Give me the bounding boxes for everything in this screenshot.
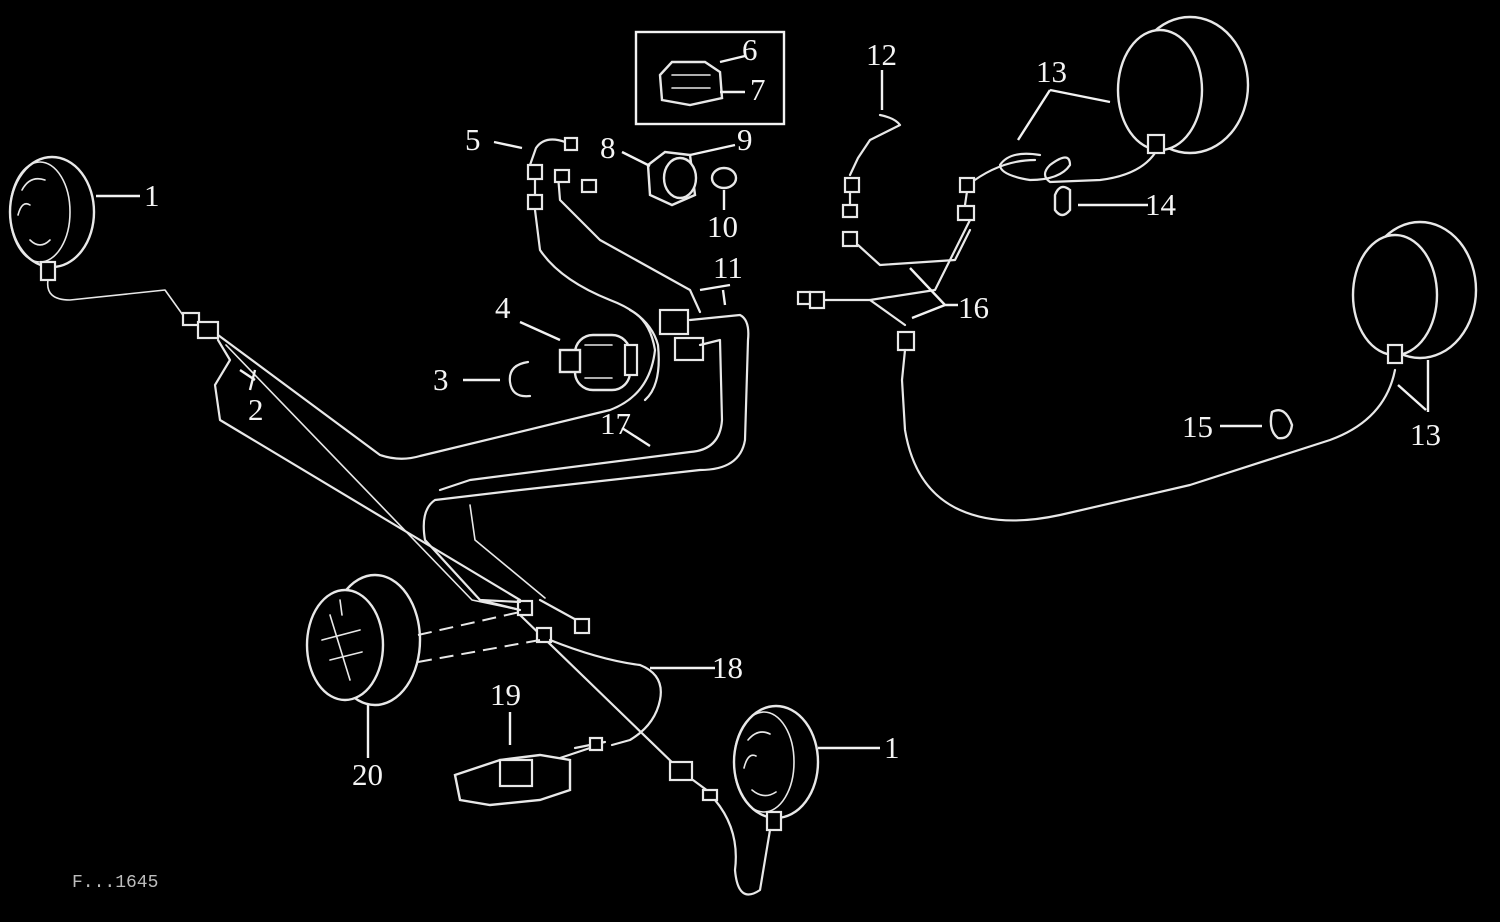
callout-8: 8 (600, 130, 616, 165)
callout-18: 18 (712, 650, 743, 685)
part-13-lamp-upper (998, 15, 1250, 184)
figure-code: F...1645 (72, 873, 158, 893)
callout-1-bottom: 1 (884, 730, 900, 765)
part-17-harness (422, 308, 750, 635)
callout-1-left: 1 (144, 178, 160, 213)
callout-10: 10 (707, 209, 738, 244)
callout-labels: 1 1 2 3 4 5 6 7 8 9 10 11 12 13 13 14 15… (72, 32, 1441, 893)
part-8-switch (646, 150, 698, 207)
callout-12: 12 (866, 37, 897, 72)
callout-7: 7 (750, 72, 766, 107)
part-20-horn (305, 573, 541, 707)
part-18-lead (535, 626, 662, 747)
part-13-lamp-right (1351, 220, 1478, 365)
part-1-lamp-left (8, 155, 96, 282)
part-1-lamp-bottom (732, 704, 820, 832)
callout-14: 14 (1145, 187, 1177, 222)
callout-13-right: 13 (1410, 417, 1441, 452)
part-3-clip (508, 360, 532, 398)
callout-2: 2 (248, 392, 264, 427)
part-14-bolt (1053, 185, 1072, 217)
callout-3: 3 (433, 362, 449, 397)
part-10-grommet (710, 166, 738, 190)
part-19-sender (453, 736, 607, 807)
callout-19: 19 (490, 677, 521, 712)
leader-lines (96, 54, 1430, 758)
callout-6: 6 (742, 32, 758, 67)
part-6-7-box (634, 30, 786, 126)
callout-11: 11 (713, 250, 743, 285)
part-15-clip (1269, 408, 1294, 440)
callout-9: 9 (737, 122, 753, 157)
part-16-harness (796, 158, 1397, 522)
part-2-harness (46, 279, 772, 896)
callout-4: 4 (495, 290, 511, 325)
callout-17: 17 (600, 406, 631, 441)
callout-5: 5 (465, 122, 481, 157)
part-12-lead (841, 113, 902, 248)
part-5-lead (526, 136, 702, 402)
callout-16: 16 (958, 290, 989, 325)
part-4-switch (558, 333, 639, 392)
callout-13-upper: 13 (1036, 54, 1067, 89)
callout-15: 15 (1182, 409, 1213, 444)
callout-20: 20 (352, 757, 383, 792)
